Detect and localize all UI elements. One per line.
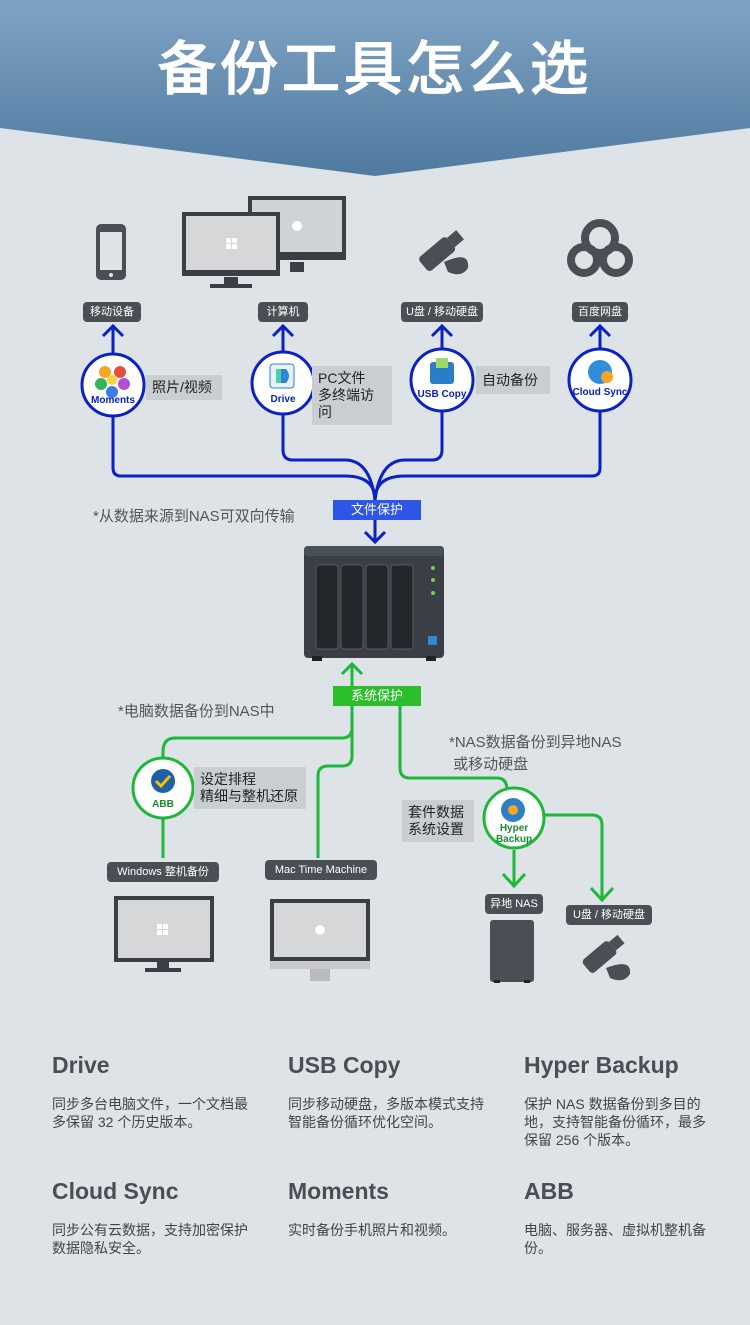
tag-usb-disk-bottom: U盘 / 移动硬盘	[566, 905, 652, 925]
abb-icon	[151, 769, 175, 793]
tag-mac-time-machine: Mac Time Machine	[265, 860, 377, 880]
usb-copy-note: 自动备份	[476, 366, 550, 394]
card-title: Moments	[288, 1178, 389, 1204]
card-usb-copy: USB Copy 同步移动硬盘，多版本模式支持智能备份循环优化空间。	[288, 1052, 488, 1131]
header-banner	[0, 0, 750, 176]
usb-copy-icon	[430, 358, 454, 384]
card-title: USB Copy	[288, 1052, 401, 1078]
card-desc: 同步公有云数据，支持加密保护数据隐私安全。	[52, 1222, 248, 1256]
card-desc: 实时备份手机照片和视频。	[288, 1222, 456, 1238]
card-title: Drive	[52, 1052, 110, 1078]
mac-monitor-icon	[270, 899, 370, 981]
tag-baidu-pan: 百度网盘	[572, 302, 628, 322]
cloud-sync-icon	[588, 360, 613, 384]
card-hyper-backup: Hyper Backup 保护 NAS 数据备份到多目的地，支持智能备份循环，最…	[524, 1052, 714, 1149]
page-title: 备份工具怎么选	[157, 35, 592, 103]
card-moments: Moments 实时备份手机照片和视频。	[288, 1178, 488, 1239]
card-drive: Drive 同步多台电脑文件，一个文档最多保留 32 个历史版本。	[52, 1052, 252, 1131]
remote-nas-icon	[490, 920, 534, 983]
file-protection-label: 文件保护	[333, 500, 421, 520]
tag-usb-disk: U盘 / 移动硬盘	[401, 302, 483, 322]
hyper-backup-note: 套件数据 系统设置	[402, 800, 474, 842]
card-desc: 保护 NAS 数据备份到多目的地，支持智能备份循环，最多保留 256 个版本。	[524, 1096, 706, 1148]
windows-monitor-icon	[114, 896, 214, 972]
phone-icon	[96, 224, 126, 280]
hyper-backup-icon	[501, 798, 525, 822]
card-desc: 同步移动硬盘，多版本模式支持智能备份循环优化空间。	[288, 1096, 484, 1130]
baidu-cloud-icon	[567, 219, 633, 277]
nas-device-icon	[304, 546, 444, 661]
system-protection-label: 系统保护	[333, 686, 421, 706]
caption-offsite: *NAS数据备份到异地NAS 或移动硬盘	[449, 734, 622, 773]
card-desc: 同步多台电脑文件，一个文档最多保留 32 个历史版本。	[52, 1096, 248, 1130]
abb-label: ABB	[152, 799, 174, 810]
caption-pc-backup: *电脑数据备份到NAS中	[118, 703, 275, 720]
usb-drive-icon	[419, 230, 469, 275]
usb-drive-bottom-icon	[582, 934, 631, 981]
tag-mobile-device: 移动设备	[83, 302, 141, 322]
usb-copy-label: USB Copy	[417, 389, 467, 400]
drive-label: Drive	[270, 394, 296, 405]
computer-icon	[182, 196, 346, 288]
drive-icon	[269, 363, 295, 389]
card-cloud-sync: Cloud Sync 同步公有云数据，支持加密保护数据隐私安全。	[52, 1178, 252, 1257]
tag-computer: 计算机	[258, 302, 308, 322]
abb-note: 设定排程 精细与整机还原	[194, 767, 306, 809]
hyper-backup-label: Hyper Backup	[495, 823, 533, 845]
card-title: ABB	[524, 1178, 574, 1204]
card-desc: 电脑、服务器、虚拟机整机备份。	[524, 1222, 706, 1256]
caption-bidirectional: *从数据来源到NAS可双向传输	[93, 508, 295, 525]
moments-icon	[95, 366, 130, 398]
card-abb: ABB 电脑、服务器、虚拟机整机备份。	[524, 1178, 714, 1257]
moments-note: 照片/视频	[146, 375, 222, 400]
drive-note: PC文件 多终端访问	[312, 366, 392, 425]
tag-remote-nas: 异地 NAS	[485, 894, 543, 914]
moments-label: Moments	[91, 395, 135, 406]
card-title: Cloud Sync	[52, 1178, 179, 1204]
card-title: Hyper Backup	[524, 1052, 679, 1078]
cloud-sync-label: Cloud Sync	[572, 387, 628, 398]
tag-windows-backup: Windows 整机备份	[107, 862, 219, 882]
